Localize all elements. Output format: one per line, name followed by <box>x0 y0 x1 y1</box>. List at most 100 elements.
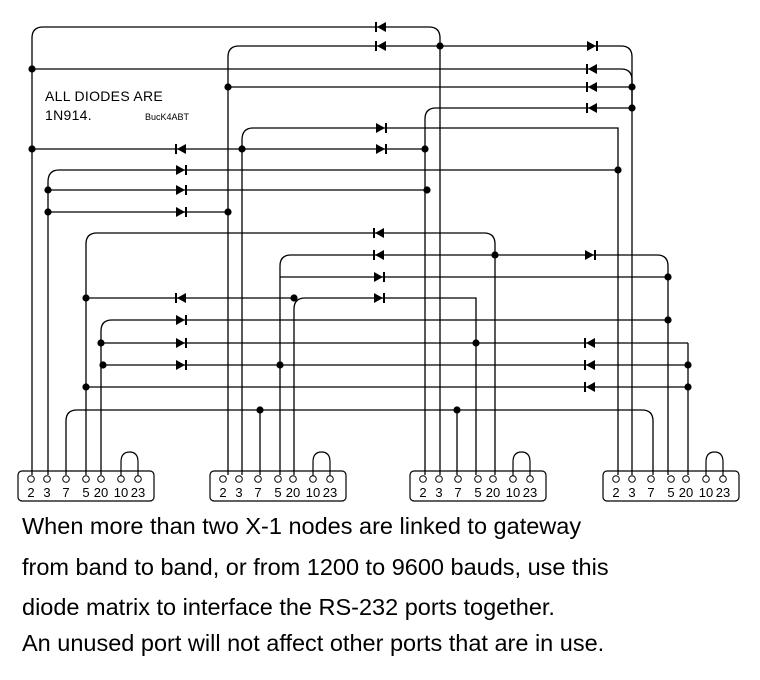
junction-dot <box>97 339 105 347</box>
diode-triangle <box>587 41 596 51</box>
pin-circle <box>647 475 655 483</box>
pin-circle <box>667 475 675 483</box>
diode-symbol <box>586 64 597 74</box>
diode-triangle <box>376 144 385 154</box>
diode-triangle <box>375 250 384 260</box>
pin-circle <box>419 475 427 483</box>
junction-dot <box>44 208 52 216</box>
pin-circle <box>682 475 690 483</box>
diode-symbol <box>373 250 384 260</box>
junction-dot <box>82 383 90 391</box>
diode-triangle <box>586 382 595 392</box>
junction-dot <box>628 83 636 91</box>
junction-dot <box>276 361 284 369</box>
diode-triangle <box>176 360 185 370</box>
junction-dot <box>238 145 246 153</box>
diode-note-line2: 1N914. <box>45 107 92 123</box>
diode-symbol <box>176 315 187 325</box>
junction-dot <box>472 339 480 347</box>
pin-circle <box>97 475 105 483</box>
diode-symbol <box>584 338 595 348</box>
wire-trace <box>279 254 495 475</box>
pin-label: 7 <box>454 485 461 500</box>
jumper-loop <box>312 451 331 476</box>
pin-label: 3 <box>235 485 242 500</box>
diode-symbol <box>375 41 386 51</box>
diode-triangle <box>176 165 185 175</box>
junction-dot <box>684 361 692 369</box>
connector-body <box>602 470 740 502</box>
pin-circle <box>435 475 443 483</box>
diode-symbol <box>584 382 595 392</box>
diode-triangle <box>176 207 185 217</box>
diode-symbol <box>376 144 387 154</box>
diode-triangle <box>375 228 384 238</box>
pin-circle <box>274 475 282 483</box>
pin-circle <box>309 475 317 483</box>
junction-dot <box>256 406 264 414</box>
junction-dot <box>224 208 232 216</box>
jumper-loop <box>120 451 139 476</box>
wire-trace <box>31 26 441 475</box>
wire-trace <box>227 45 633 475</box>
diode-symbol <box>586 82 597 92</box>
diode-triangle <box>176 185 185 195</box>
pin-label: 3 <box>628 485 635 500</box>
pin-label: 23 <box>523 485 537 500</box>
diode-triangle <box>176 338 185 348</box>
junction-dot <box>664 273 672 281</box>
diode-triangle <box>377 22 386 32</box>
diode-triangle <box>588 82 597 92</box>
diode-symbol <box>373 228 384 238</box>
junction-dot <box>614 166 622 174</box>
pin-label: 20 <box>486 485 500 500</box>
pin-label: 3 <box>435 485 442 500</box>
pin-circle <box>62 475 70 483</box>
wire-trace <box>32 68 633 108</box>
pin-label: 7 <box>62 485 69 500</box>
diode-triangle <box>585 250 594 260</box>
pin-circle <box>612 475 620 483</box>
diode-symbol <box>374 293 385 303</box>
pin-label: 10 <box>699 485 713 500</box>
pin-circle <box>117 475 125 483</box>
jumper-loop <box>705 451 724 476</box>
pin-label: 20 <box>679 485 693 500</box>
pin-label: 23 <box>323 485 337 500</box>
pin-circle <box>454 475 462 483</box>
pin-circle <box>702 475 710 483</box>
pin-label: 20 <box>286 485 300 500</box>
pin-circle <box>628 475 636 483</box>
diode-symbol <box>176 360 187 370</box>
pin-label: 20 <box>94 485 108 500</box>
connector-body <box>409 470 547 502</box>
junction-dot <box>453 406 461 414</box>
pin-label: 2 <box>27 485 34 500</box>
jumper-loop <box>512 451 531 476</box>
pin-label: 2 <box>419 485 426 500</box>
caption-line-3: diode matrix to interface the RS-232 por… <box>22 594 555 620</box>
diode-symbol <box>176 165 187 175</box>
diode-symbol <box>176 207 187 217</box>
pin-label: 23 <box>131 485 145 500</box>
junction-dot <box>28 145 36 153</box>
diode-symbol <box>585 250 596 260</box>
diode-triangle <box>374 293 383 303</box>
pin-circle <box>289 475 297 483</box>
diode-symbol <box>176 185 187 195</box>
caption-line-2: from band to band, or from 1200 to 9600 … <box>22 554 609 580</box>
wire-trace <box>241 127 619 475</box>
pin-label: 10 <box>306 485 320 500</box>
diode-symbol <box>375 22 386 32</box>
junction-dot <box>28 65 36 73</box>
junction-dot <box>664 316 672 324</box>
junction-dot <box>423 186 431 194</box>
diode-triangle <box>177 293 186 303</box>
caption-line-1: When more than two X-1 nodes are linked … <box>22 513 582 539</box>
pin-circle <box>134 475 142 483</box>
pin-circle <box>474 475 482 483</box>
